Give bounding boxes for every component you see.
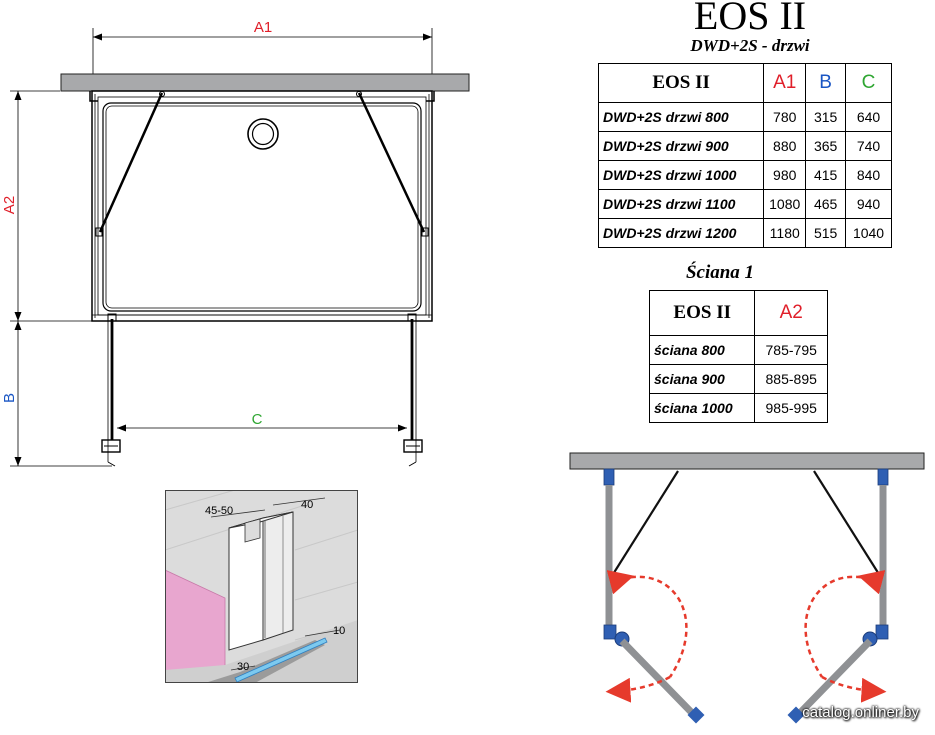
c-cell: 840 [845,160,892,190]
door-opening-diagram [569,452,925,724]
b-cell: 465 [805,189,847,219]
table-header-row: EOS II A1 B C [597,63,892,103]
table-row: ściana 900 885-895 [648,364,828,394]
dim-40: 40 [301,499,313,511]
dimension-c: C [117,411,407,432]
model-cell: DWD+2S drzwi 900 [597,131,765,161]
table-row: DWD+2S drzwi 1200 1180 515 1040 [597,218,892,248]
b-cell: 315 [805,102,847,132]
a1-cell: 1080 [763,189,807,219]
table-row: DWD+2S drzwi 1100 1080 465 940 [597,189,892,219]
dimension-b: B [1,321,112,467]
watermark: catalog.onliner.by [802,704,919,721]
table-row: DWD+2S drzwi 800 780 315 640 [597,102,892,132]
dim-30: 30 [237,661,249,673]
model-cell: DWD+2S drzwi 1200 [597,218,765,248]
b-cell: 515 [805,218,847,248]
model-cell: ściana 800 [648,335,756,365]
table-row: ściana 800 785-795 [648,335,828,365]
dim-10: 10 [333,625,345,637]
table-row: DWD+2S drzwi 900 880 365 740 [597,131,892,161]
a1-cell: 1180 [763,218,807,248]
label-b: B [1,393,18,403]
header-a2: A2 [754,290,828,336]
c-cell: 1040 [845,218,892,248]
header-c: C [845,63,892,103]
product-title: EOS II [693,0,807,38]
a2-cell: 985-995 [754,393,828,423]
b-cell: 415 [805,160,847,190]
sciana-dimension-table: EOS II A2 ściana 800 785-795 ściana 900 … [648,290,828,423]
c-cell: 940 [845,189,892,219]
left-door-assembly [603,468,705,724]
b-cell: 365 [805,131,847,161]
dimension-a2: A2 [1,90,95,322]
a1-cell: 780 [763,102,807,132]
table-header-row: EOS II A2 [648,290,828,336]
model-cell: DWD+2S drzwi 1000 [597,160,765,190]
dim-45-50: 45-50 [205,505,233,517]
wall-top [569,452,925,470]
shower-plan-drawing: A1 A2 B C [1,19,470,467]
wall-top [60,73,470,92]
label-a1: A1 [254,19,272,36]
dimension-a1: A1 [92,19,433,80]
drain-icon [247,118,279,150]
a1-cell: 880 [763,131,807,161]
label-a2: A2 [1,196,18,214]
model-cell: ściana 1000 [648,393,756,423]
shower-enclosure [89,90,435,467]
c-cell: 740 [845,131,892,161]
a2-cell: 785-795 [754,335,828,365]
label-c: C [252,411,263,428]
table-row: DWD+2S drzwi 1000 980 415 840 [597,160,892,190]
header-model: EOS II [597,63,765,103]
model-cell: ściana 900 [648,364,756,394]
product-subtitle: DWD+2S - drzwi [690,36,810,55]
c-cell: 640 [845,102,892,132]
model-cell: DWD+2S drzwi 800 [597,102,765,132]
drzwi-dimension-table: EOS II A1 B C DWD+2S drzwi 800 780 315 6… [597,63,892,248]
a2-cell: 885-895 [754,364,828,394]
header-model: EOS II [648,290,756,336]
model-cell: DWD+2S drzwi 1100 [597,189,765,219]
a1-cell: 980 [763,160,807,190]
sciana-title: Ściana 1 [685,262,755,283]
header-b: B [805,63,847,103]
header-a1: A1 [763,63,807,103]
table-row: ściana 1000 985-995 [648,393,828,423]
profile-detail-drawing: 45-50 40 10 30 [165,490,358,683]
right-door-assembly [787,468,889,724]
